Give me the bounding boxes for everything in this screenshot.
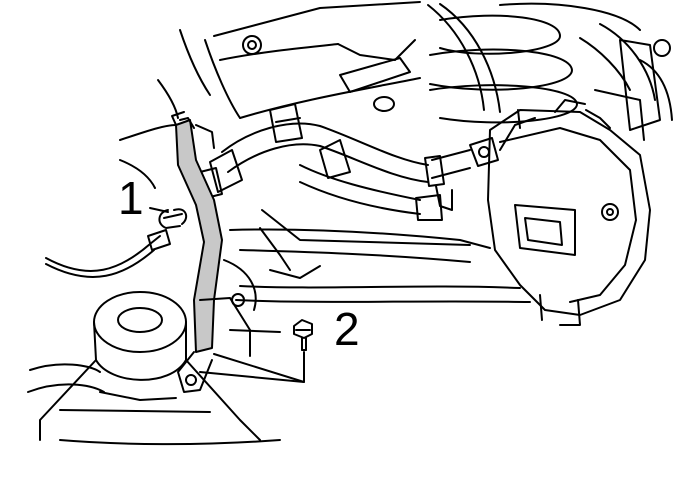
chassis-outline xyxy=(119,79,179,189)
strut-tower-outline xyxy=(179,1,501,119)
callout-1-label: 1 xyxy=(118,172,144,224)
leader-lines xyxy=(149,207,305,383)
lower-control-arm xyxy=(223,209,531,311)
bolt xyxy=(293,319,313,351)
caliper-banjo-fitting xyxy=(424,137,499,211)
coil-spring xyxy=(429,2,656,124)
brake-hose xyxy=(199,103,443,221)
brake-caliper xyxy=(487,99,651,326)
retaining-clip xyxy=(158,208,188,229)
hard-brake-line xyxy=(45,229,171,278)
hose-mounting-bracket xyxy=(171,111,223,393)
shock-absorber xyxy=(585,39,673,141)
subframe-mount xyxy=(27,291,281,446)
callout-2-label: 2 xyxy=(334,303,360,355)
